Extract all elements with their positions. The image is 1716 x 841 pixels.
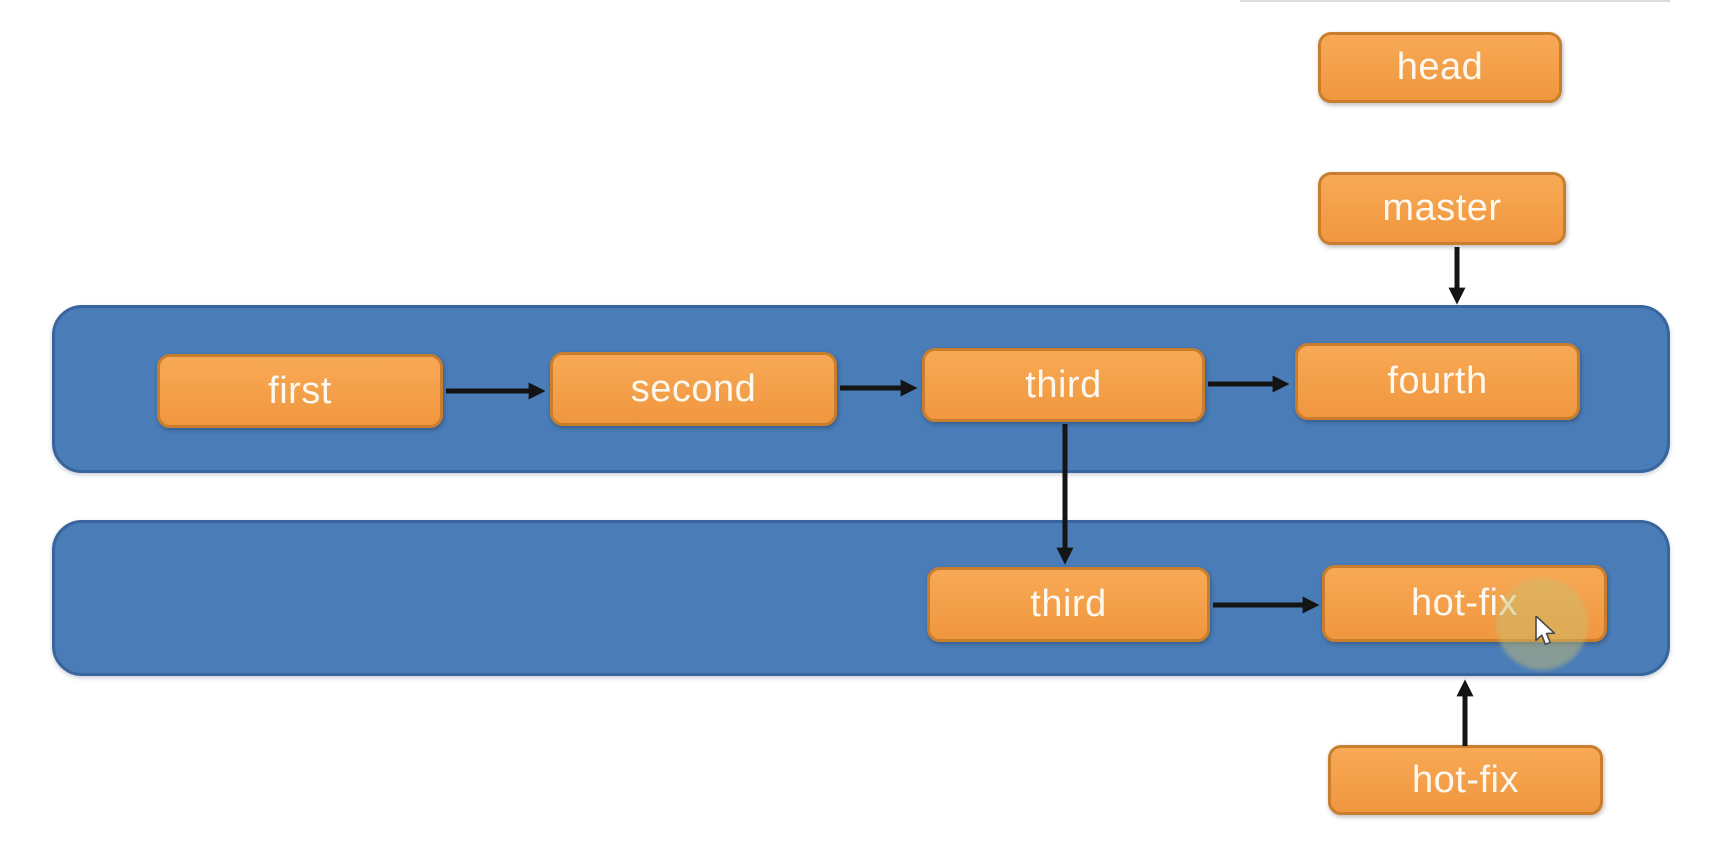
mouse-cursor-icon (1535, 616, 1556, 646)
commit-first-label: first (268, 369, 332, 412)
node-master-label: master (1382, 187, 1502, 229)
node-master: master (1318, 172, 1566, 245)
commit-third-hotfix-lane: third (927, 567, 1210, 642)
commit-hotfix-lane-label: hot-fix (1411, 582, 1518, 624)
commit-third: third (922, 348, 1205, 422)
top-edge-artifact (1240, 0, 1670, 2)
commit-second: second (550, 352, 837, 426)
commit-hotfix-lane: hot-fix (1322, 565, 1607, 642)
commit-third-hotfix-lane-label: third (1030, 583, 1107, 625)
node-hotfix: hot-fix (1328, 745, 1603, 815)
node-head: head (1318, 32, 1562, 103)
commit-fourth: fourth (1295, 343, 1580, 420)
commit-third-label: third (1025, 363, 1102, 406)
commit-second-label: second (630, 367, 757, 410)
commit-fourth-label: fourth (1387, 360, 1488, 402)
commit-first: first (157, 354, 443, 428)
node-hotfix-label: hot-fix (1412, 758, 1519, 801)
node-head-label: head (1396, 46, 1484, 88)
